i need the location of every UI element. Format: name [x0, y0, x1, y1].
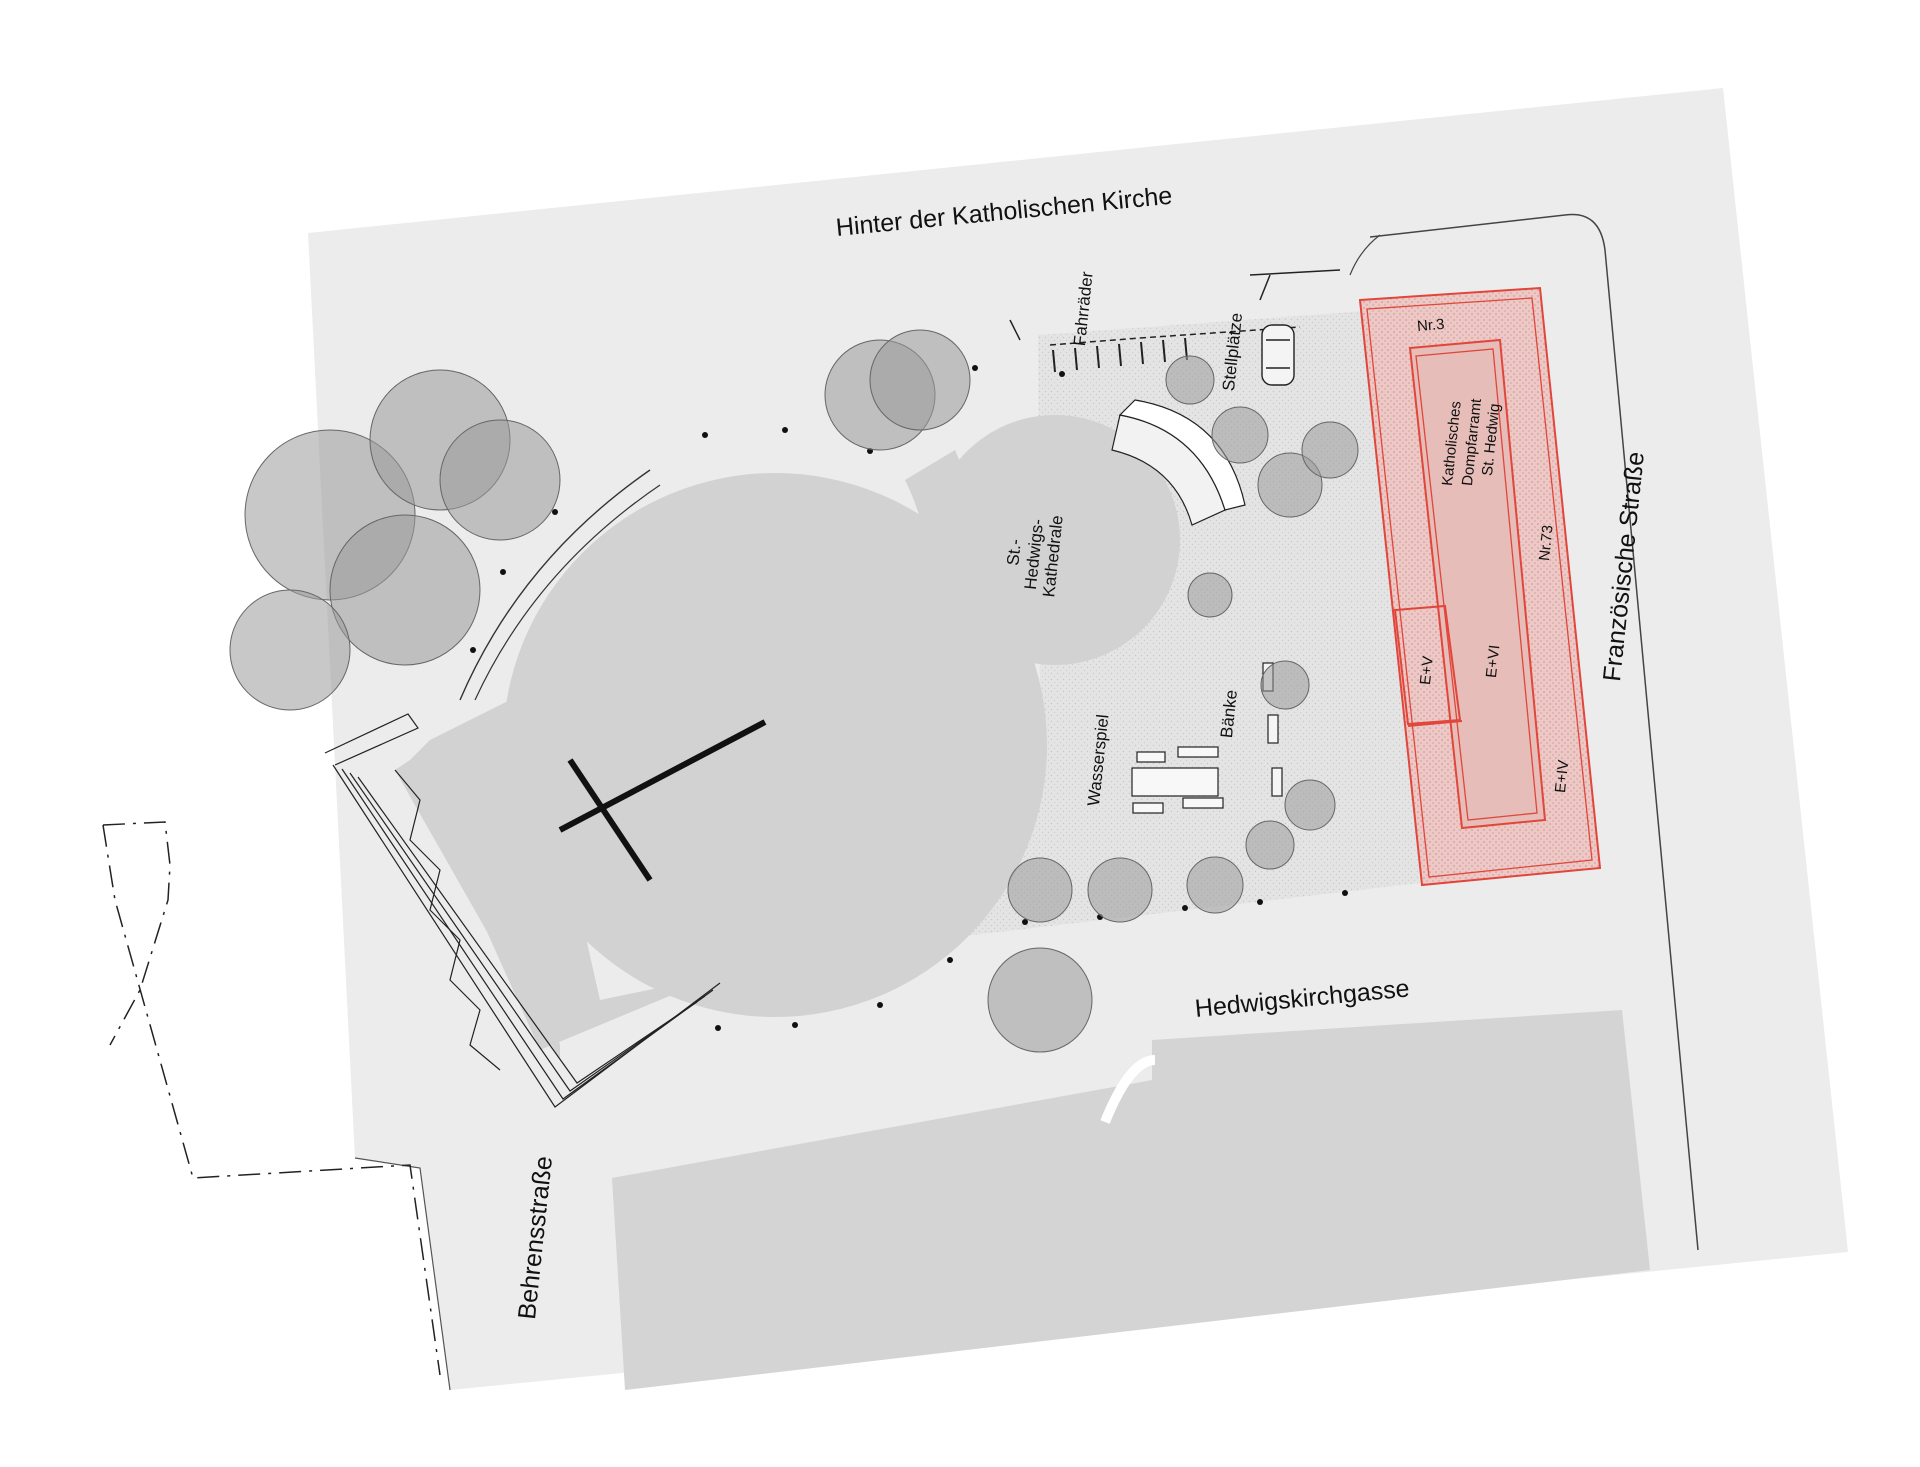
curb-east	[1369, 213, 1699, 1251]
floor-label-e-iv: E+IV	[1552, 759, 1573, 794]
label-benches: Bänke	[1217, 688, 1241, 739]
portico	[324, 713, 721, 1108]
floor-label-e-vi: E+VI	[1483, 644, 1504, 679]
cross-icon	[558, 719, 767, 882]
building-number-east: Nr.73	[1536, 524, 1557, 562]
cathedral	[395, 415, 1180, 1060]
tree-icon	[229, 329, 1359, 1053]
dashed-outline-2	[102, 824, 441, 1376]
car-icon	[1261, 324, 1295, 386]
bollard-icon	[470, 365, 1348, 1031]
bicycle-stands	[1052, 337, 1188, 373]
label-cathedral: St.- Hedwigs- Kathedrale	[1003, 514, 1067, 599]
neighbor-building	[612, 1010, 1650, 1390]
curb-north-entry	[1349, 234, 1381, 276]
building-number-north: Nr.3	[1416, 315, 1446, 336]
parish-building	[1358, 286, 1602, 887]
water-feature	[1131, 746, 1224, 814]
dashed-outline	[102, 821, 171, 1046]
floor-label-e-v: E+V	[1417, 655, 1437, 686]
curved-wall-inner	[474, 484, 661, 701]
neighbor-building-corner	[1100, 1055, 1156, 1124]
curb-west	[354, 1157, 451, 1391]
curved-wall	[459, 469, 651, 701]
